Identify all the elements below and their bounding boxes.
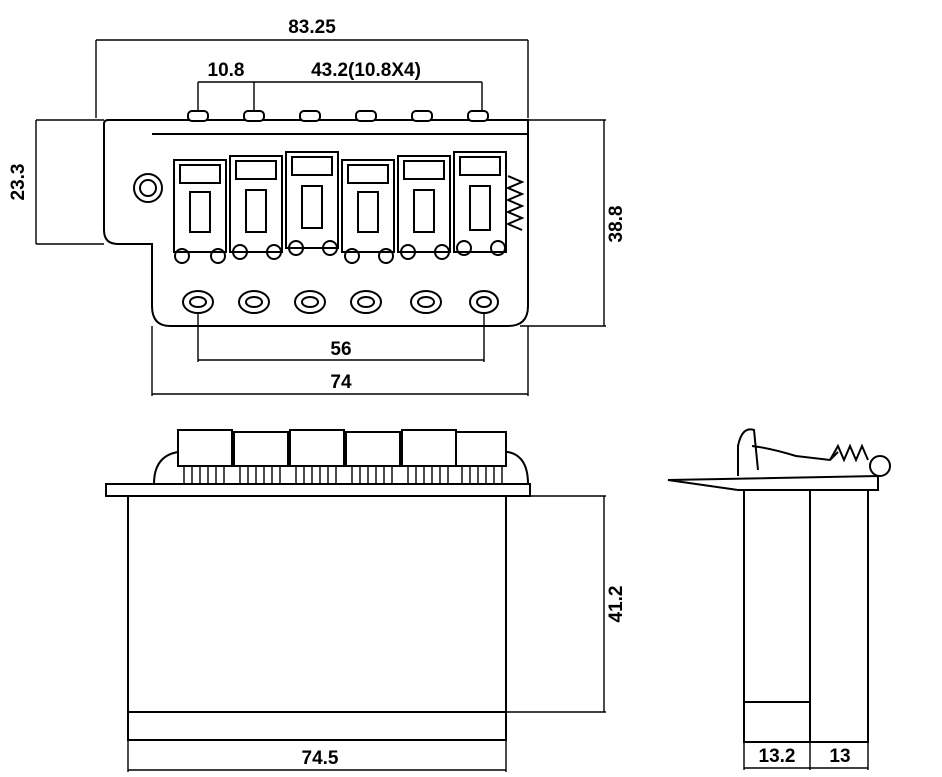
dim-rear-depth: 13 <box>829 746 850 767</box>
saddle-icon <box>285 151 339 256</box>
dim-block-depth: 13.2 <box>759 746 796 767</box>
dim-plate-height: 23.3 <box>8 164 29 201</box>
sustain-block <box>127 495 507 741</box>
mount-hole-icon <box>294 290 326 314</box>
saddle-icon <box>453 151 507 256</box>
saddle-icon <box>397 155 451 260</box>
side-screw-head <box>869 455 891 477</box>
saddle-icon <box>229 155 283 260</box>
front-plate <box>105 483 531 497</box>
saddle-icon <box>341 159 395 264</box>
string-pins <box>187 110 489 122</box>
dim-block-height: 41.2 <box>606 586 627 623</box>
front-view: 41.2 74.5 <box>105 429 627 772</box>
mount-hole-icon <box>182 290 214 314</box>
mount-hole-icon <box>410 290 442 314</box>
base-plate <box>103 119 529 327</box>
side-view: 13.2 13 <box>667 428 891 770</box>
top-view: 83.25 10.8 43.2(10.8X4) 23.3 38.8 <box>8 17 627 396</box>
saddles-front <box>177 429 507 484</box>
dim-base-width: 74 <box>330 372 352 393</box>
dim-string-spacing: 10.8 <box>208 60 245 81</box>
saddle-icon <box>173 159 227 264</box>
side-plate <box>667 474 879 491</box>
dim-overall-width: 83.25 <box>288 17 336 38</box>
dim-string-span: 43.2(10.8X4) <box>311 60 421 81</box>
mount-hole-icon <box>350 290 382 314</box>
mount-hole-icon <box>238 290 270 314</box>
dim-screw-span: 56 <box>330 339 351 360</box>
arm-socket-icon <box>133 173 163 203</box>
mount-hole-icon <box>469 290 499 314</box>
mount-holes <box>182 290 499 314</box>
saddles-top <box>173 151 525 264</box>
side-block <box>743 489 869 743</box>
dim-block-width: 74.5 <box>302 748 339 769</box>
dim-total-height: 38.8 <box>606 206 627 243</box>
